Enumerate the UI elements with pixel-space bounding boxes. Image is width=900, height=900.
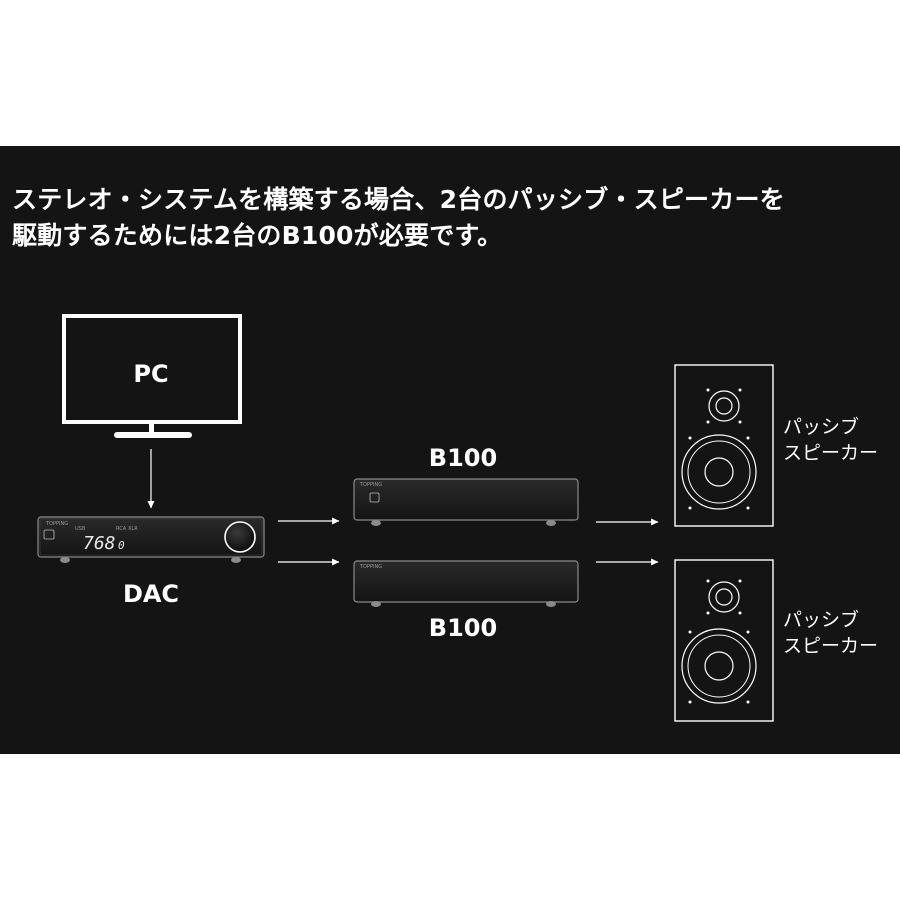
- tweeter-outer-top: [708, 390, 740, 422]
- speaker-label-line2-top: スピーカー: [783, 442, 878, 464]
- screw-icon: [706, 388, 710, 392]
- screw-icon: [738, 388, 742, 392]
- b100-foot-right-bottom: [546, 601, 556, 607]
- b100-label-bottom: B100: [429, 614, 497, 642]
- screw-icon: [688, 506, 692, 510]
- b100-body-bottom: [353, 560, 579, 603]
- b100-foot-left-top: [371, 520, 381, 526]
- pc-label: PC: [133, 360, 168, 388]
- tweeter-outer-bottom: [708, 581, 740, 613]
- screw-icon: [746, 506, 750, 510]
- tweeter-inner-top: [715, 397, 733, 415]
- screw-icon: [738, 611, 742, 615]
- dac-device: TOPPING USB RCA XLR 768 0 DAC: [37, 516, 265, 608]
- b100-body-top: [353, 478, 579, 521]
- dac-label: DAC: [123, 580, 179, 608]
- dac-display-value: 768: [83, 533, 116, 554]
- passive-speaker-top: パッシブ スピーカー: [674, 364, 878, 527]
- screw-icon: [738, 420, 742, 424]
- headline-line-1: ステレオ・システムを構築する場合、2台のパッシブ・スピーカーを: [12, 185, 785, 214]
- screw-icon: [706, 611, 710, 615]
- woofer-surround-bottom: [687, 634, 751, 698]
- dac-foot-right: [231, 557, 241, 563]
- screw-icon: [688, 436, 692, 440]
- pc-monitor: PC: [62, 314, 242, 438]
- b100-brand-text-bottom: TOPPING: [359, 564, 382, 570]
- dac-foot-left: [60, 557, 70, 563]
- dac-input-tag-xlr: XLR: [128, 526, 138, 532]
- screw-icon: [688, 630, 692, 634]
- speaker-label-line1-bottom: パッシブ: [783, 608, 859, 631]
- speaker-label-line1-top: パッシブ: [783, 415, 859, 438]
- screw-icon: [706, 579, 710, 583]
- monitor-stand: [114, 432, 192, 438]
- dac-body: [37, 516, 265, 558]
- woofer-dustcap-top: [704, 457, 734, 487]
- b100-foot-left-bottom: [371, 601, 381, 607]
- screw-icon: [746, 700, 750, 704]
- screw-icon: [706, 420, 710, 424]
- woofer-outer-bottom: [681, 628, 757, 704]
- speaker-cabinet-top: [674, 364, 774, 527]
- dac-input-tag-rca: RCA: [116, 526, 127, 532]
- screw-icon: [738, 579, 742, 583]
- b100-label-top: B100: [429, 444, 497, 472]
- b100-amplifier-top: B100 TOPPING: [353, 444, 579, 526]
- dac-power-button: [43, 529, 55, 540]
- diagram-panel: ステレオ・システムを構築する場合、2台のパッシブ・スピーカーを 駆動するためには…: [0, 146, 900, 754]
- signal-flow-diagram: PC TOPPING USB RCA XLR 768 0 DAC B100: [37, 314, 878, 722]
- dac-brand-text: TOPPING: [45, 521, 68, 527]
- woofer-surround-top: [687, 440, 751, 504]
- screw-icon: [746, 630, 750, 634]
- screw-icon: [688, 700, 692, 704]
- b100-power-button-top: [369, 492, 380, 503]
- dac-input-tag-usb: USB: [75, 526, 86, 532]
- dac-display-suffix: 0: [118, 539, 125, 552]
- speaker-cabinet-bottom: [674, 559, 774, 722]
- monitor-neck: [149, 423, 154, 432]
- dac-bezel: [39, 518, 263, 556]
- screw-icon: [746, 436, 750, 440]
- tweeter-inner-bottom: [715, 588, 733, 606]
- woofer-dustcap-bottom: [704, 651, 734, 681]
- speaker-label-line2-bottom: スピーカー: [783, 635, 878, 657]
- passive-speaker-bottom: パッシブ スピーカー: [674, 559, 878, 722]
- b100-foot-right-top: [546, 520, 556, 526]
- dac-volume-knob: [224, 521, 256, 553]
- b100-brand-text-top: TOPPING: [359, 482, 382, 488]
- woofer-outer-top: [681, 434, 757, 510]
- headline-line-2: 駆動するためには2台のB100が必要です。: [12, 221, 503, 250]
- b100-amplifier-bottom: TOPPING B100: [353, 560, 579, 642]
- monitor-screen: [62, 314, 242, 424]
